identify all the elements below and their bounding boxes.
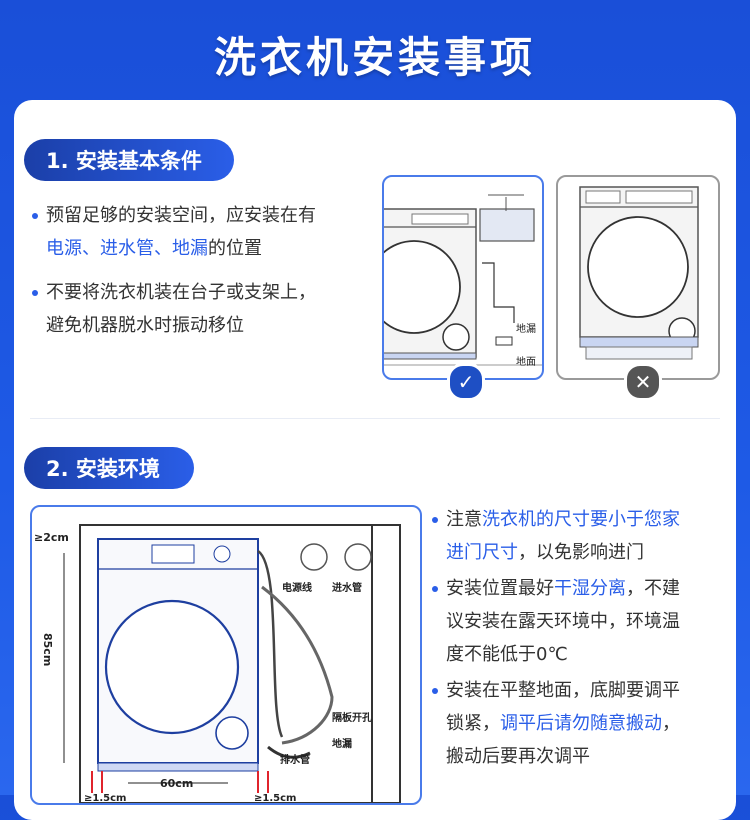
section-divider xyxy=(30,418,720,419)
washer-incorrect-drawing xyxy=(579,186,699,360)
floor-label: 地面 xyxy=(516,355,536,368)
gap-label: ≥2cm xyxy=(34,531,69,544)
bullet-dot-icon xyxy=(432,688,438,694)
bullet-dot-icon xyxy=(32,213,38,219)
bullet-pre: 注意 xyxy=(446,509,482,530)
bullet-text-2: 议安装在露天环境中，环境温 xyxy=(446,611,680,632)
bullet-text: 安装位置最好干湿分离，不建 xyxy=(446,572,726,605)
bullet-rest: ， xyxy=(662,713,680,734)
section1-bullet2: 不要将洗衣机装在台子或支架上， 避免机器脱水时振动移位 xyxy=(32,276,376,342)
section1-bullet1: 预留足够的安装空间，应安装在有 电源、进水管、地漏的位置 xyxy=(32,199,376,265)
highlight-text: 洗衣机的尺寸要小于您家 xyxy=(482,509,680,530)
bullet-rest: ，以免影响进门 xyxy=(518,542,644,563)
bullet-text-3: 搬动后要再次调平 xyxy=(446,746,590,767)
bullet-text-3: 度不能低于0℃ xyxy=(446,644,568,665)
bullet-rest: ，不建 xyxy=(626,578,680,599)
washer-correct-drawing: 地漏 地面 xyxy=(384,194,542,368)
page-title: 洗衣机安装事项 xyxy=(213,33,536,82)
install-environment-illustration: ≥2cm 85cm 电源线 进水管 隔板开孔 地漏 排水管 60cm ≥1.5c… xyxy=(30,505,422,805)
water-label: 进水管 xyxy=(332,581,362,594)
check-icon: ✓ xyxy=(447,363,485,401)
width-label: 60cm xyxy=(160,777,193,790)
height-label: 85cm xyxy=(41,633,54,666)
highlight-text: 电源、进水管、地漏 xyxy=(46,238,208,259)
bullet-text: 安装在平整地面，底脚要调平 xyxy=(446,680,680,701)
bullet-text-2: 避免机器脱水时振动移位 xyxy=(46,315,244,336)
correct-install-illustration: 地漏 地面 xyxy=(382,175,544,380)
bullet-text: 不要将洗衣机装在台子或支架上， xyxy=(46,282,316,303)
drain-pipe-label: 排水管 xyxy=(280,753,310,766)
section1-heading: 1. 安装基本条件 xyxy=(24,139,234,181)
bullet-text-2: 进门尺寸，以免影响进门 xyxy=(446,536,726,569)
drain-label-2: 地漏 xyxy=(332,737,352,750)
bullet-pre: 锁紧， xyxy=(446,713,500,734)
bullet-dot-icon xyxy=(432,586,438,592)
bullet-text-2: 电源、进水管、地漏的位置 xyxy=(46,232,376,265)
incorrect-install-illustration xyxy=(556,175,720,380)
highlight-text: 干湿分离 xyxy=(554,578,626,599)
bullet-text: 预留足够的安装空间，应安装在有 xyxy=(46,205,316,226)
section2-bullet3: 安装在平整地面，底脚要调平 锁紧，调平后请勿随意搬动， 搬动后要再次调平 xyxy=(432,674,726,773)
bullet-text: 注意洗衣机的尺寸要小于您家 xyxy=(446,503,726,536)
section2-heading: 2. 安装环境 xyxy=(24,447,194,489)
bullet-text-2: 锁紧，调平后请勿随意搬动， xyxy=(446,707,726,740)
environment-drawing: ≥2cm 85cm 电源线 进水管 隔板开孔 地漏 排水管 60cm ≥1.5c… xyxy=(34,524,401,803)
power-label: 电源线 xyxy=(282,581,312,594)
bullet-dot-icon xyxy=(32,290,38,296)
hole-label: 隔板开孔 xyxy=(332,711,372,724)
cross-icon: ✕ xyxy=(624,363,662,401)
highlight-text: 调平后请勿随意搬动 xyxy=(500,713,662,734)
bullet-pre: 安装位置最好 xyxy=(446,578,554,599)
section2-bullet1: 注意洗衣机的尺寸要小于您家 进门尺寸，以免影响进门 xyxy=(432,503,726,569)
section2-bullet2: 安装位置最好干湿分离，不建 议安装在露天环境中，环境温 度不能低于0℃ xyxy=(432,572,726,671)
drain-label: 地漏 xyxy=(516,322,536,335)
bullet-dot-icon xyxy=(432,517,438,523)
bullet-rest: 的位置 xyxy=(208,238,262,259)
highlight-text-2: 进门尺寸 xyxy=(446,542,518,563)
